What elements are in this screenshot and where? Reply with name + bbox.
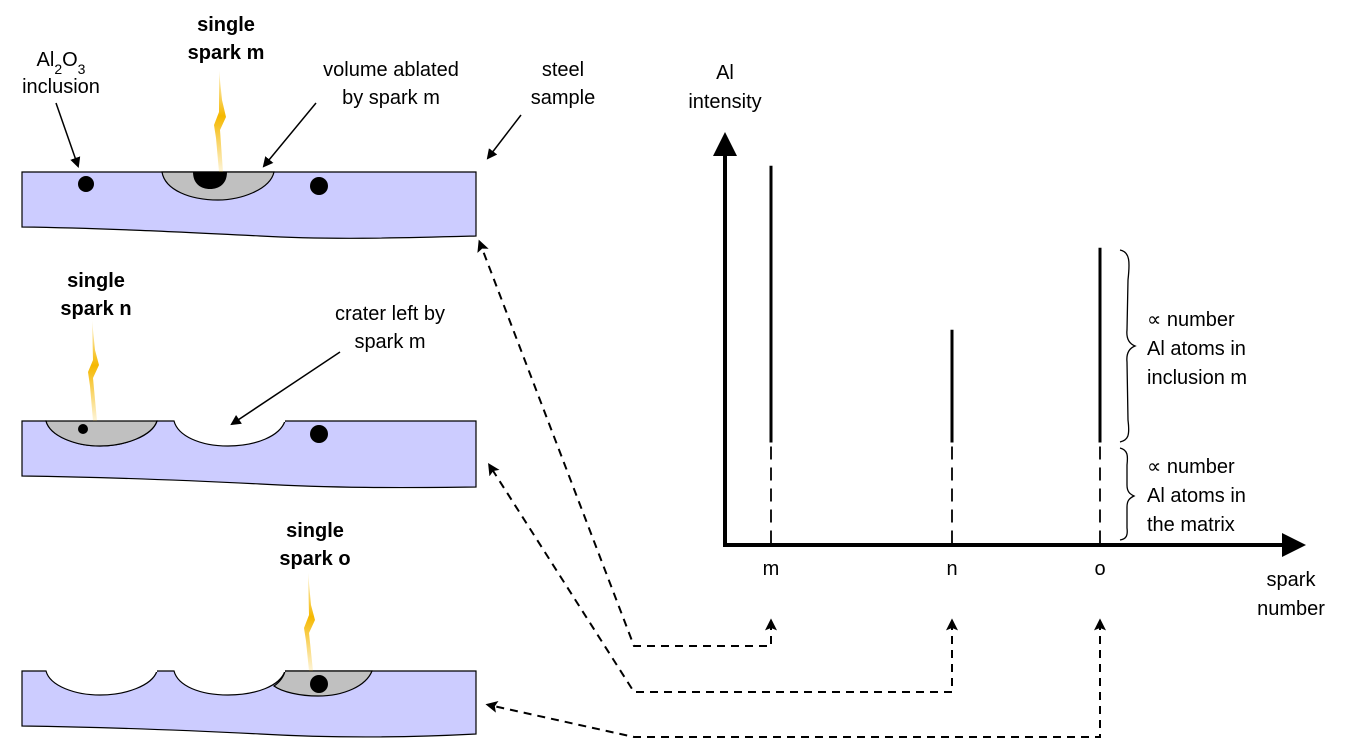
- inclusion-annotation-line2: Al atoms in: [1147, 338, 1246, 360]
- connector-o: [485, 618, 1106, 738]
- ablated-volume: [45, 420, 158, 447]
- spark-label-line2: spark o: [279, 548, 350, 570]
- inclusion: [78, 424, 88, 434]
- steel-sample: [21, 171, 477, 239]
- spark-label-line1: single: [286, 520, 344, 542]
- panel-spark-o: single spark o: [21, 520, 477, 738]
- al2o3-inclusion-label: inclusion: [22, 76, 100, 98]
- x-axis-label-line2: number: [1257, 598, 1325, 620]
- spark-bolt-icon: [214, 70, 226, 172]
- crater-label-line1: crater left by: [335, 303, 445, 325]
- x-tick-label-o: o: [1094, 558, 1105, 580]
- connectors: [477, 239, 1106, 738]
- matrix-brace: [1119, 447, 1136, 541]
- pointer-arrow: [262, 102, 317, 168]
- spark-bolt-icon: [88, 320, 99, 421]
- x-tick-label-m: m: [763, 558, 780, 580]
- steel-sample-label-line1: steel: [542, 59, 584, 81]
- crater-opening: [175, 419, 285, 422]
- inclusion: [78, 176, 94, 192]
- volume-ablated-label-line2: by spark m: [342, 87, 440, 109]
- panel-spark-n: single spark n crater left by spark m: [21, 270, 477, 489]
- pointer-arrow: [55, 102, 81, 168]
- inclusion-annotation-line1: ∝ number: [1147, 309, 1235, 331]
- y-axis-label-line2: intensity: [688, 91, 761, 113]
- x-tick-label-n: n: [946, 558, 957, 580]
- connector-n: [488, 462, 958, 693]
- inclusion-in-ablated-volume: [193, 172, 227, 189]
- crater-opening: [47, 669, 157, 672]
- inclusion-annotation-line3: inclusion m: [1147, 367, 1247, 389]
- al2o3-formula: Al2O3: [37, 49, 86, 77]
- x-axis-arrowhead: [1282, 533, 1306, 557]
- spark-bolt-icon: [304, 572, 315, 671]
- y-axis-arrowhead: [713, 132, 737, 156]
- spark-label-line2: spark n: [60, 298, 131, 320]
- steel-sample: [21, 670, 477, 738]
- spark-label-line1: single: [197, 14, 255, 36]
- steel-sample-label-line2: sample: [531, 87, 595, 109]
- crater-opening: [175, 669, 285, 672]
- pointer-arrow: [230, 351, 341, 426]
- pointer-arrow: [486, 114, 522, 160]
- spark-label-line2: spark m: [188, 42, 265, 64]
- inclusion-brace: [1119, 249, 1137, 443]
- panel-spark-m: single spark m Al2O3 inclusion volume ab…: [21, 14, 595, 239]
- inclusion: [310, 425, 328, 443]
- spark-label-line1: single: [67, 270, 125, 292]
- matrix-annotation-line2: Al atoms in: [1147, 485, 1246, 507]
- inclusion: [310, 675, 328, 693]
- matrix-annotation-line1: ∝ number: [1147, 456, 1235, 478]
- x-axis-label-line1: spark: [1267, 569, 1317, 591]
- volume-ablated-label-line1: volume ablated: [323, 59, 459, 81]
- matrix-annotation-line3: the matrix: [1147, 514, 1235, 536]
- intensity-chart: Al intensity spark number m n o ∝ number A…: [688, 62, 1325, 620]
- y-axis-label-line1: Al: [716, 62, 734, 84]
- inclusion: [310, 177, 328, 195]
- crater-label-line2: spark m: [354, 331, 425, 353]
